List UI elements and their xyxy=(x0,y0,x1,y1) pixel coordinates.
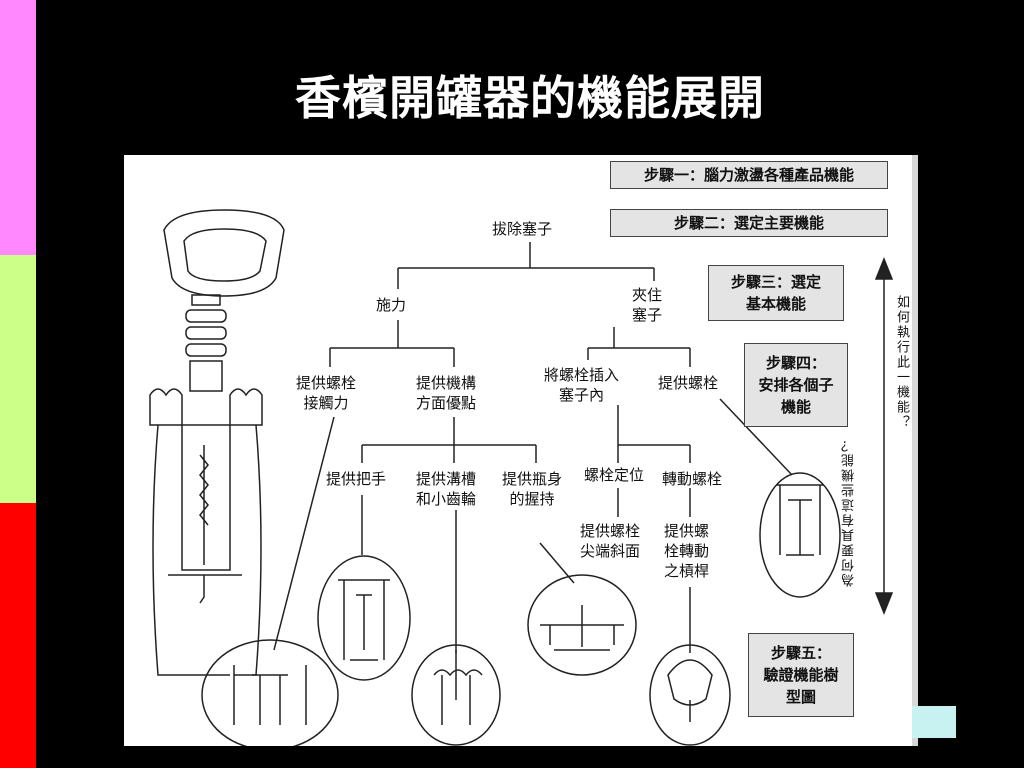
slide-title: 香檳開罐器的機能展開 xyxy=(295,71,765,125)
corner-box xyxy=(912,706,956,738)
node-lever: 提供螺 栓轉動 之槓桿 xyxy=(664,522,710,580)
color-bar-red xyxy=(0,503,36,768)
step-2-box: 步驟二：選定主要機能 xyxy=(610,209,888,237)
node-insert: 將螺栓插入 塞子內 xyxy=(544,366,620,404)
node-root: 拔除塞子 xyxy=(492,220,553,238)
node-bottle: 提供瓶身 的握持 xyxy=(502,470,563,508)
node-tip: 提供螺栓 尖端斜面 xyxy=(580,522,641,560)
node-mechanism: 提供機構 方面優點 xyxy=(416,374,477,412)
node-rotate: 轉動螺栓 xyxy=(662,470,723,488)
node-groove: 提供溝槽 和小齒輪 xyxy=(416,470,477,508)
node-handle: 提供把手 xyxy=(326,470,387,488)
node-locate: 螺栓定位 xyxy=(584,466,645,484)
node-bolt: 提供螺栓 xyxy=(658,374,719,392)
step-5-box: 步驟五： 驗證機能樹 型圖 xyxy=(748,633,854,717)
color-bar-green xyxy=(0,255,36,503)
color-bar-pink xyxy=(0,0,36,255)
diagram-lines xyxy=(149,209,894,746)
node-contact: 提供螺栓 接觸力 xyxy=(296,374,357,412)
step-4-box: 步驟四： 安排各個子 機能 xyxy=(744,343,848,427)
why-label: 為何要具有這些機能？ xyxy=(842,437,857,587)
step-3-box: 步驟三：選定 基本機能 xyxy=(708,265,844,321)
node-force: 施力 xyxy=(376,296,407,314)
step-1-box: 步驟一：腦力激盪各種產品機能 xyxy=(610,161,888,189)
how-label: 如何執行此一機能？ xyxy=(894,295,909,430)
node-grip: 夾住 塞子 xyxy=(632,286,663,324)
function-tree-diagram: 拔除塞子 施力 夾住 塞子 提供螺栓 接觸力 提供機構 方面優點 將螺栓插入 塞… xyxy=(124,155,916,746)
scan-edge-strip xyxy=(912,155,918,746)
